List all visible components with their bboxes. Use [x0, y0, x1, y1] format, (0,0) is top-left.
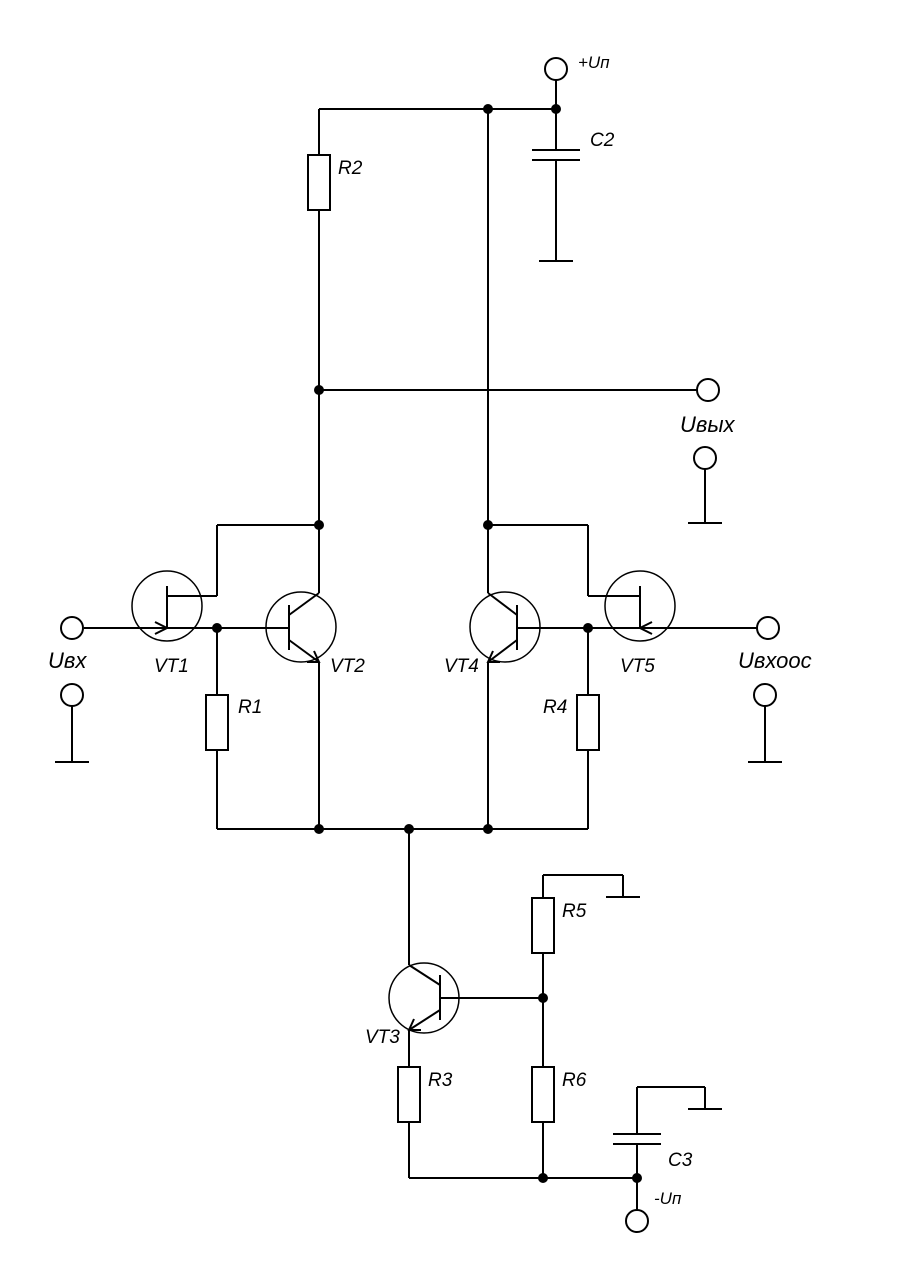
uin-ground-terminal[interactable]	[60, 683, 84, 707]
uout-terminal[interactable]	[696, 378, 720, 402]
vplus-terminal[interactable]	[544, 57, 568, 81]
ufb-terminal[interactable]	[756, 616, 780, 640]
uin-terminal[interactable]	[60, 616, 84, 640]
capacitor-c2	[532, 109, 580, 262]
vt2-label: VT2	[330, 656, 365, 677]
r5-label: R5	[562, 901, 587, 922]
uout-ground-terminal[interactable]	[693, 446, 717, 470]
uout-label: Uвых	[680, 412, 736, 437]
supply-positive	[319, 57, 568, 114]
ufb-label: Uвхоос	[738, 648, 812, 673]
ufb-ground-terminal[interactable]	[753, 683, 777, 707]
transistor-vt4	[469, 525, 588, 829]
vminus-label: -Uп	[654, 1189, 682, 1208]
vt5-label: VT5	[620, 656, 655, 677]
resistor-r4	[576, 628, 600, 829]
resistor-r2	[307, 109, 331, 390]
resistor-r1	[205, 628, 229, 829]
r3-label: R3	[428, 1070, 453, 1091]
r2-label: R2	[338, 158, 363, 179]
transistor-vt1	[84, 524, 319, 642]
transistor-vt2	[217, 525, 337, 829]
uin-label: Uвх	[48, 648, 87, 673]
vt4-label: VT4	[444, 656, 479, 677]
r1-label: R1	[238, 697, 262, 718]
capacitor-c3	[613, 1086, 722, 1178]
c2-label: C2	[590, 130, 615, 151]
resistor-r5	[531, 874, 640, 1067]
transistor-vt5	[488, 524, 757, 642]
resistor-r3	[397, 1066, 421, 1178]
vt1-label: VT1	[154, 656, 189, 677]
r4-label: R4	[543, 697, 567, 718]
vplus-label: +Uп	[578, 53, 610, 72]
resistor-r6	[531, 1066, 555, 1178]
vt3-label: VT3	[365, 1027, 400, 1048]
supply-negative	[409, 1173, 649, 1233]
vminus-terminal[interactable]	[625, 1209, 649, 1233]
output-node	[314, 378, 722, 524]
transistor-vt3	[388, 829, 543, 1067]
r6-label: R6	[562, 1070, 587, 1091]
c3-label: C3	[668, 1150, 693, 1171]
